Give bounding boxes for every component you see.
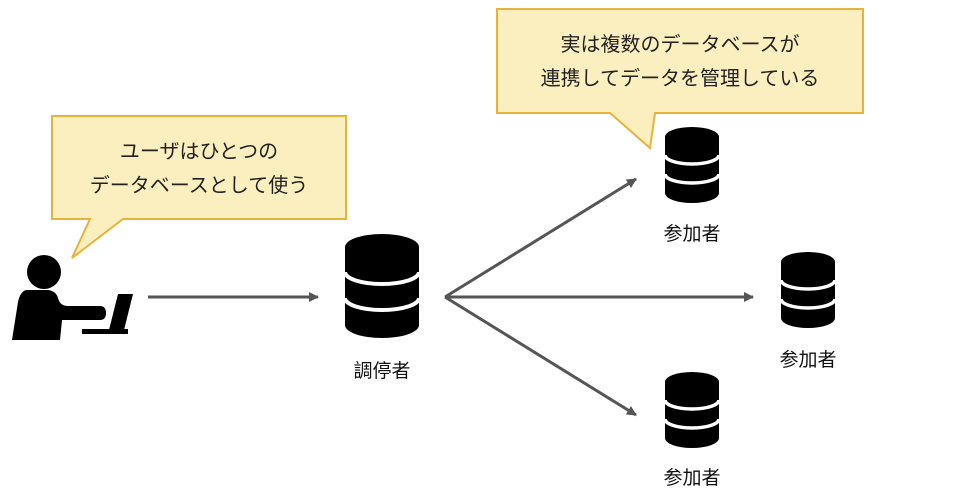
participant-top-label: 参加者 xyxy=(663,223,720,245)
participant-bottom-node: 参加者 xyxy=(663,370,721,489)
participant-top-node: 参加者 xyxy=(663,125,721,245)
arrow-mediator-to-participant-bottom xyxy=(444,295,637,417)
participant-middle-database-icon xyxy=(779,250,837,330)
system-bubble-line-2: 連携してデータを管理している xyxy=(541,66,820,90)
user-at-laptop-icon xyxy=(12,255,133,340)
mediator-database-icon xyxy=(343,232,421,340)
system-bubble-line-1: 実は複数のデータベースが xyxy=(561,32,800,56)
participant-bottom-database-icon xyxy=(663,370,721,450)
participant-middle-node: 参加者 xyxy=(779,250,837,371)
mediator-label: 調停者 xyxy=(353,360,410,382)
user-bubble-shape xyxy=(51,115,347,259)
system-speech-bubble: 実は複数のデータベースが 連携してデータを管理している xyxy=(496,8,864,150)
participant-bottom-label: 参加者 xyxy=(663,467,720,489)
participant-top-database-icon xyxy=(663,125,721,205)
system-bubble-shape xyxy=(496,8,864,150)
user-speech-bubble: ユーザはひとつの データベースとして使う xyxy=(51,115,347,259)
arrow-mediator-to-participant-top xyxy=(444,177,637,299)
user-bubble-line-1: ユーザはひとつの xyxy=(120,139,278,163)
user-bubble-line-2: データベースとして使う xyxy=(90,173,308,197)
mediator-node: 調停者 xyxy=(343,232,421,382)
participant-middle-label: 参加者 xyxy=(779,349,836,371)
